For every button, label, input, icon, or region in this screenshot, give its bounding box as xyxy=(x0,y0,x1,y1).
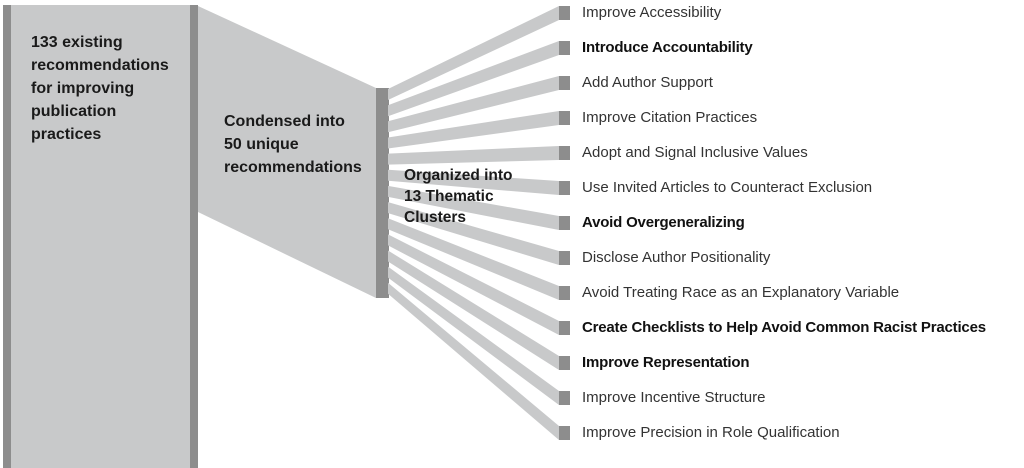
cluster-label-10: Create Checklists to Help Avoid Common R… xyxy=(582,319,986,336)
ray-7 xyxy=(388,185,559,230)
cluster-label-1: Improve Accessibility xyxy=(582,4,722,21)
cluster-label-13: Improve Precision in Role Qualification xyxy=(582,424,840,441)
cluster-marker-9 xyxy=(559,286,570,300)
cluster-marker-2 xyxy=(559,41,570,55)
cluster-label-9: Avoid Treating Race as an Explanatory Va… xyxy=(582,284,900,301)
stage2-label: Condensed into 50 unique recommendations xyxy=(224,113,362,176)
cluster-marker-11 xyxy=(559,356,570,370)
ray-1 xyxy=(388,6,559,100)
cluster-marker-3 xyxy=(559,76,570,90)
cluster-label-3: Add Author Support xyxy=(582,74,713,91)
stage1-label: 133 existing recommendations for improvi… xyxy=(31,34,169,143)
cluster-marker-10 xyxy=(559,321,570,335)
stage2-bar xyxy=(376,88,389,298)
cluster-label-8: Disclose Author Positionality xyxy=(582,249,771,266)
cluster-label-11: Improve Representation xyxy=(582,354,750,371)
ray-12 xyxy=(388,266,559,405)
cluster-marker-7 xyxy=(559,216,570,230)
ray-8 xyxy=(388,202,559,265)
cluster-marker-6 xyxy=(559,181,570,195)
stage1-right-edge-bar xyxy=(190,5,198,468)
cluster-marker-1 xyxy=(559,6,570,20)
cluster-marker-4 xyxy=(559,111,570,125)
ray-6 xyxy=(388,169,559,195)
cluster-label-12: Improve Incentive Structure xyxy=(582,389,766,406)
cluster-label-5: Adopt and Signal Inclusive Values xyxy=(582,144,808,161)
ray-13 xyxy=(388,282,559,440)
cluster-label-6: Use Invited Articles to Counteract Exclu… xyxy=(582,179,873,196)
cluster-label-2: Introduce Accountability xyxy=(582,39,753,56)
stage1-box xyxy=(3,5,198,468)
stage3-label: Organized into 13 Thematic Clusters xyxy=(404,167,513,226)
ray-10 xyxy=(388,234,559,335)
ray-5 xyxy=(388,146,559,165)
cluster-marker-13 xyxy=(559,426,570,440)
cluster-marker-12 xyxy=(559,391,570,405)
cluster-marker-5 xyxy=(559,146,570,160)
cluster-label-4: Improve Citation Practices xyxy=(582,109,758,126)
ray-2 xyxy=(388,41,559,117)
ray-3 xyxy=(388,76,559,133)
cluster-label-7: Avoid Overgeneralizing xyxy=(582,214,745,231)
stage2-band xyxy=(198,6,376,298)
ray-4 xyxy=(388,111,559,149)
ray-9 xyxy=(388,218,559,300)
cluster-marker-8 xyxy=(559,251,570,265)
ray-11 xyxy=(388,250,559,370)
stage1-left-edge-bar xyxy=(3,5,11,468)
